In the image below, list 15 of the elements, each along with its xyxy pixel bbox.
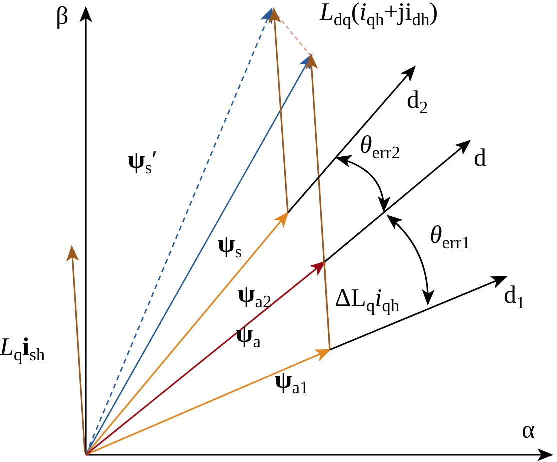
vector-label: ΔL$_{q}$i$_{qh}$ <box>335 286 400 315</box>
vector-label: ψ$_{a1}$ <box>275 368 309 397</box>
axis-label: d$_{1}$ <box>504 283 526 312</box>
vector-label: ψ$_{s}$′ <box>128 148 158 177</box>
vector-label: ψ$_{s}$ <box>218 232 242 261</box>
angle-label: θ$_{err1}$ <box>430 223 470 252</box>
vector-label: ψ$_{a2}$ <box>238 282 272 311</box>
angle-label: θ$_{err2}$ <box>360 133 400 162</box>
vector-label: L$_{dq}$(i$_{qh}$+ji$_{dh}$) <box>320 0 438 29</box>
axis-label: d <box>474 146 486 171</box>
vector-label: ψ$_{a}$ <box>236 322 261 351</box>
axis-label: β <box>56 4 69 29</box>
axis-label: α <box>522 418 536 443</box>
axis-label: d$_{2}$ <box>407 88 428 117</box>
vector-label: L$_{q}$i$_{sh}$ <box>0 335 46 364</box>
